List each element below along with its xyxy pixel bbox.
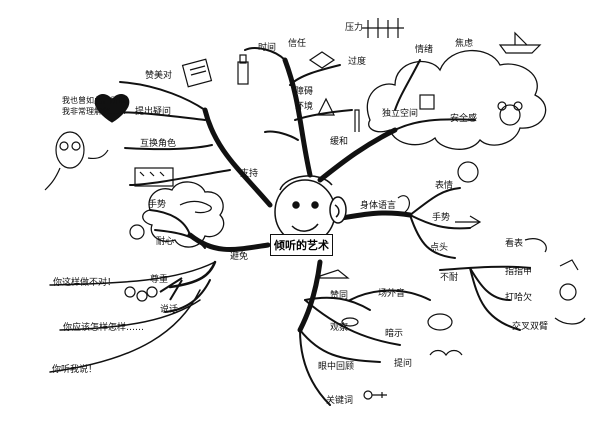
label-safety: 安全感	[450, 114, 478, 124]
label-review: 眼中回顾	[318, 362, 355, 372]
label-ease: 缓和	[330, 137, 349, 147]
pointing-hand-icon	[159, 277, 183, 301]
label-observe: 观察	[330, 323, 349, 333]
speech-line-2: 我非常理解您……	[62, 106, 126, 116]
label-own-space: 独立空间	[382, 109, 419, 119]
label-patience: 耐心	[156, 237, 175, 247]
label-nod: 点头	[430, 243, 449, 253]
hat-icon	[319, 269, 350, 279]
eye-icon	[341, 317, 359, 327]
branch-barrier	[317, 127, 398, 183]
crossed-arms-icon	[554, 317, 586, 325]
smiley-icon	[457, 161, 479, 183]
cloud-top-right	[366, 49, 547, 150]
key-icon	[372, 392, 387, 398]
handshake-icon	[179, 200, 212, 214]
label-question: 提问	[394, 359, 413, 369]
boat-icon	[498, 31, 542, 54]
label-speak: 说话	[160, 305, 179, 315]
label-offstage: 场外音	[378, 289, 406, 299]
speech-bubble: 我也曾如此，所以 我非常理解您……	[62, 96, 142, 118]
heart-question-icon	[94, 94, 130, 123]
speech-line-1: 我也曾如此，所以	[62, 96, 126, 105]
branch-environment	[282, 57, 313, 178]
label-gesture: 手势	[148, 200, 167, 210]
branch-label-body: 身体语言	[360, 201, 397, 211]
tissue-box-icon	[134, 167, 174, 187]
label-hint: 暗示	[385, 329, 404, 339]
fingers-icon	[559, 259, 579, 271]
person-glasses-icon	[44, 131, 109, 191]
label-excess: 过度	[348, 57, 367, 67]
hand-raise-icon	[354, 109, 360, 132]
branch-label-avoid: 避免	[230, 252, 249, 262]
label-hand-gesture: 手势	[432, 213, 451, 223]
label-anxiety: 焦虑	[455, 39, 474, 49]
yawn-face-icon	[559, 283, 577, 301]
label-praise: 赞美对	[145, 71, 173, 81]
label-barrier: 障碍	[295, 87, 314, 97]
hands-icon	[524, 238, 547, 253]
label-ask-question: 提出疑问	[135, 107, 172, 117]
crowd-icon	[124, 286, 158, 302]
label-yawn: 打哈欠	[505, 293, 533, 303]
clock-icon	[419, 94, 435, 110]
ear-icon	[397, 195, 410, 213]
bottle-icon	[237, 61, 249, 85]
label-emotion: 情绪	[415, 45, 434, 55]
label-switch-role: 互换角色	[140, 139, 177, 149]
branch-skills	[297, 259, 323, 333]
central-topic-title: 倾听的艺术	[270, 234, 333, 256]
branch-label-environment: 环境	[295, 102, 314, 112]
label-nails: 指指甲	[505, 267, 533, 277]
notebook-icon	[181, 58, 213, 88]
label-expression: 表情	[435, 181, 454, 191]
cloud-left	[142, 181, 225, 248]
label-agree: 赞同	[330, 291, 349, 301]
spectacles-icon	[429, 349, 463, 357]
point-hand-icon	[455, 215, 482, 229]
cake-icon	[308, 51, 336, 69]
quote-2: 你应该怎样怎样……	[63, 323, 145, 333]
quote-3: 你听我说！	[52, 365, 98, 375]
label-keyword: 关键词	[326, 396, 354, 406]
teddy-bear-icon	[497, 101, 523, 126]
fence-icon	[362, 18, 404, 38]
label-impatient: 不耐	[440, 273, 459, 283]
bracelet-icon	[129, 224, 145, 240]
central-branches	[49, 47, 531, 406]
sheep-icon	[427, 313, 453, 331]
label-trust: 信任	[288, 39, 307, 49]
label-crossed-arms: 交叉双臂	[512, 322, 549, 332]
label-respect: 尊重	[150, 275, 169, 285]
branch-support	[202, 107, 273, 208]
sketch-icons	[44, 18, 586, 400]
quote-1: 你这样做不对！	[53, 278, 117, 288]
label-pressure: 压力	[345, 23, 364, 33]
warning-icon	[317, 97, 335, 116]
label-time: 时间	[258, 43, 277, 53]
label-watch: 看表	[505, 239, 524, 249]
branch-label-support: 支持	[240, 169, 259, 179]
